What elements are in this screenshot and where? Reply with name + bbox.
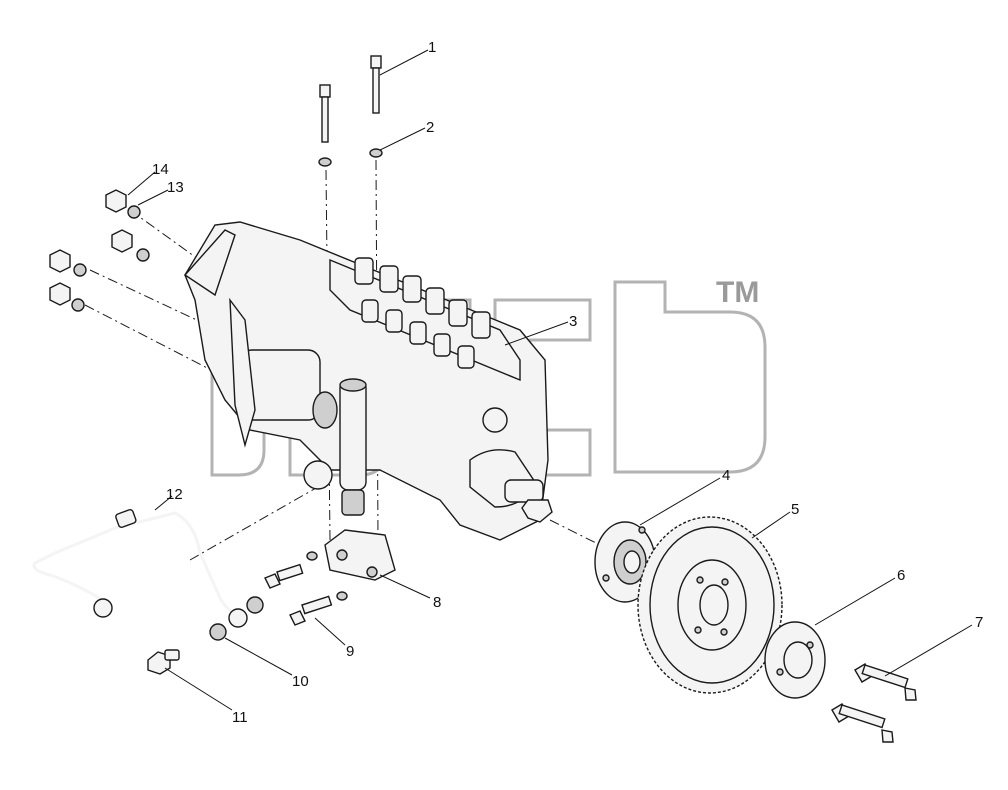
callout-5: 5 [791,501,799,518]
callout-8: 8 [433,594,441,611]
callout-3: 3 [569,313,577,330]
callout-labels: 1 2 3 4 5 6 7 8 9 10 11 12 13 14 [152,39,983,726]
callout-7: 7 [975,614,983,631]
callout-4: 4 [722,467,730,484]
callout-14: 14 [152,161,169,178]
fuel-pipe [32,508,264,628]
washer-pair [318,148,383,167]
callout-6: 6 [897,567,905,584]
callout-10: 10 [292,673,309,690]
injection-pump [183,221,553,541]
mounting-bracket [306,529,396,581]
watermark-tm: TM [716,276,759,309]
callout-2: 2 [426,119,434,136]
bolt-pair [319,55,382,143]
drive-flange [594,521,656,603]
locking-plate [764,621,826,699]
delivery-valves [354,257,491,369]
callout-13: 13 [167,179,184,196]
banjo-parts [147,623,227,675]
nut-and-ring-set [49,189,150,312]
gear-bolts [831,663,917,743]
bracket-bolts [264,563,348,626]
drive-gear [637,516,783,694]
callout-12: 12 [166,486,183,503]
callout-9: 9 [346,643,354,660]
callout-11: 11 [232,709,248,726]
leader-lines [127,49,973,711]
callout-1: 1 [428,39,436,56]
